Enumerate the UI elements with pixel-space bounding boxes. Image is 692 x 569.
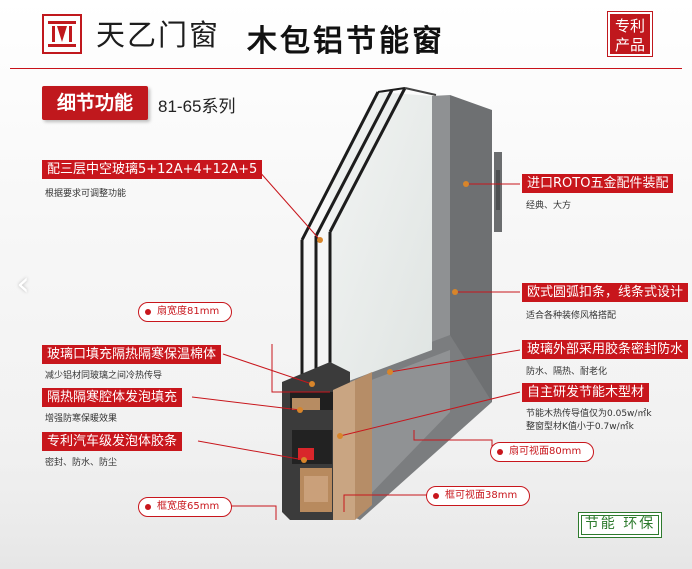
brand-name: 天乙门窗 — [96, 18, 221, 52]
section-badge: 细节功能 — [42, 86, 148, 120]
dot-icon — [433, 493, 439, 499]
series-label: 81-65系列 — [158, 97, 236, 116]
callout-roto-hardware-note: 经典、大方 — [526, 201, 572, 211]
callout-external-seal-note: 防水、隔热、耐老化 — [526, 367, 608, 377]
callout-wood-profile: 自主研发节能木型材 — [522, 383, 650, 402]
callout-gasket-strip-note: 密封、防水、防尘 — [45, 458, 118, 468]
callout-foam-fill: 隔热隔寒腔体发泡填充 — [42, 388, 183, 407]
frame-visible-label: 框可视面38mm — [445, 490, 518, 501]
callout-triple-glazing: 配三层中空玻璃5+12A+4+12A+5 — [42, 160, 263, 179]
dot-icon — [145, 504, 151, 510]
callout-insulation-cotton-note: 减少铝材同玻璃之间冷热传导 — [45, 371, 163, 381]
sash-visible-label: 扇可视面80mm — [509, 446, 582, 457]
callout-foam-fill-note: 增强防寒保暖效果 — [45, 414, 118, 424]
callout-gasket-strip: 专利汽车级发泡体胶条 — [42, 432, 183, 451]
callout-roto-hardware: 进口ROTO五金配件装配 — [522, 174, 674, 193]
dot-icon — [497, 449, 503, 455]
sash-width-label: 扇宽度81mm — [157, 306, 220, 317]
page-title: 木包铝节能窗 — [247, 24, 445, 59]
header-divider — [10, 68, 682, 69]
previous-arrow-icon[interactable]: ‹ — [16, 264, 30, 304]
frame-width-pill: 框宽度65mm — [138, 497, 233, 517]
frame-visible-pill: 框可视面38mm — [426, 486, 531, 506]
callout-wood-profile-note-2: 整窗型材K值小于0.7w/㎡k — [526, 422, 634, 432]
patent-product-badge: 专利 产品 — [608, 12, 652, 56]
patent-badge-line-2: 产品 — [614, 36, 645, 54]
sash-width-pill: 扇宽度81mm — [138, 302, 233, 322]
header: 天乙门窗 木包铝节能窗 专利 产品 — [0, 0, 692, 74]
dot-icon — [145, 309, 151, 315]
brand-logo-icon — [42, 14, 82, 54]
callout-external-seal: 玻璃外部采用胶条密封防水 — [522, 340, 689, 359]
eco-badge: 节能 环保 — [578, 512, 662, 538]
frame-width-label: 框宽度65mm — [157, 501, 220, 512]
callout-triple-glazing-note: 根据要求可调整功能 — [45, 189, 127, 199]
callout-arc-bead-note: 适合各种装修风格搭配 — [526, 311, 617, 321]
patent-badge-line-1: 专利 — [614, 17, 645, 35]
callout-arc-bead: 欧式圆弧扣条，线条式设计 — [522, 283, 689, 302]
callout-insulation-cotton: 玻璃口填充隔热隔寒保温棉体 — [42, 345, 222, 364]
sash-visible-pill: 扇可视面80mm — [490, 442, 595, 462]
callout-wood-profile-note: 节能木热传导值仅为0.05w/㎡k — [526, 409, 652, 419]
